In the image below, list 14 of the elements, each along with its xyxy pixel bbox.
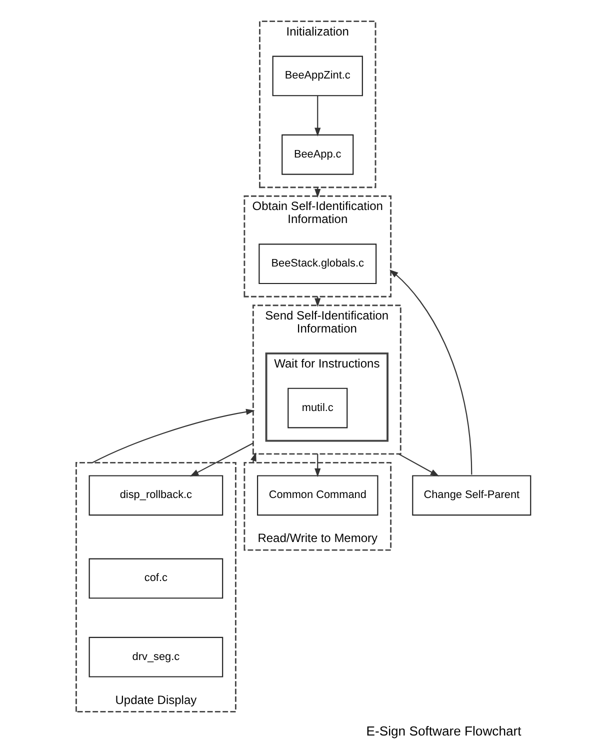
- node-box: BeeStack.globals.c: [258, 244, 376, 284]
- node-box: cof.c: [88, 558, 223, 599]
- node-box: drv_seg.c: [88, 636, 223, 678]
- node-box: disp_rollback.c: [88, 475, 223, 516]
- node-box: BeeAppZint.c: [272, 56, 362, 96]
- node-box: BeeApp.c: [281, 134, 354, 175]
- node-box: Change Self-Parent: [412, 475, 531, 516]
- diagram-title: E-Sign Software Flowchart: [366, 723, 521, 738]
- node-box: Common Command: [256, 475, 378, 516]
- arrow: [314, 454, 320, 478]
- arrow: [398, 453, 439, 476]
- node-box: mutil.c: [287, 388, 348, 428]
- arrow: [314, 96, 320, 136]
- arrow: [389, 270, 472, 475]
